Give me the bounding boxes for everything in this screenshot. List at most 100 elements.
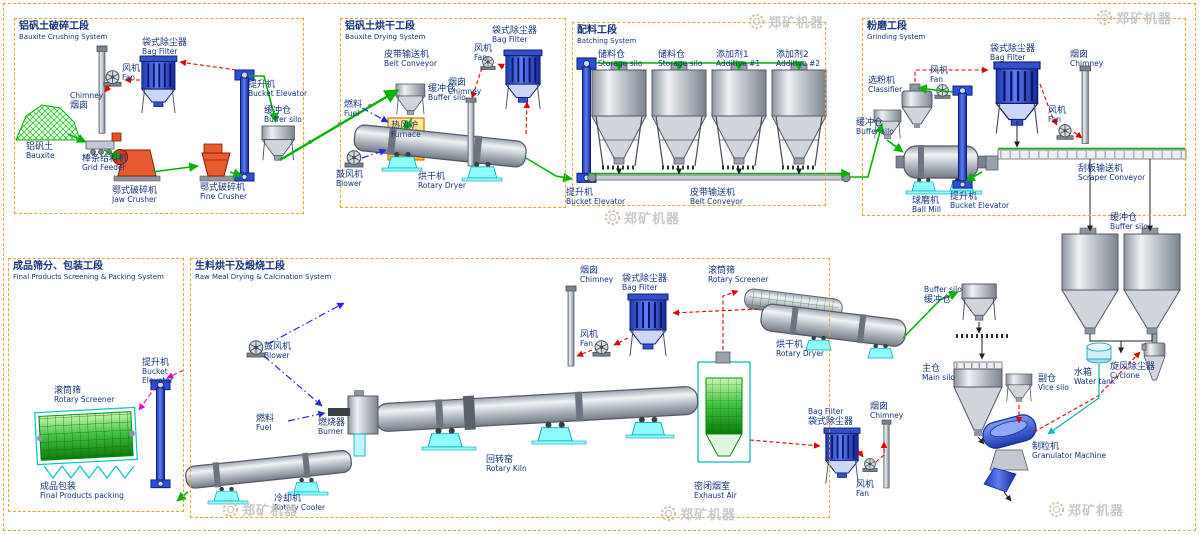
section-title-en-grinding: Grinding System xyxy=(867,32,926,41)
section-title-zh-drying: 铝矾土烘干工段 xyxy=(345,21,415,32)
label-en-rotary-dryer-2: Rotary Dryer xyxy=(418,181,466,191)
label-en-buffer-silo-2: Buffer silo xyxy=(428,93,466,103)
section-box-crushing xyxy=(14,18,304,214)
label-zh-belt-conveyor-3: 皮带输送机 xyxy=(690,188,736,198)
gear-logo-icon xyxy=(1096,9,1113,26)
label-zh-chimney-6a: 烟囱 xyxy=(580,266,599,276)
gear-logo-icon xyxy=(1048,501,1065,518)
label-zh-fan-1: 风机 xyxy=(122,64,141,74)
label-en-chimney-2: Chimney xyxy=(448,87,482,97)
packing-chutes xyxy=(43,465,135,479)
watermark-1: 郑矿机器 xyxy=(1096,8,1172,27)
label-zh-main-silo: 主仓 xyxy=(922,364,941,374)
label-zh-chimney-2: 烟囱 xyxy=(448,78,467,88)
section-box-batching xyxy=(572,22,826,206)
label-en-bag-filter-6b: Bag Filter xyxy=(808,407,844,416)
gear-logo-icon xyxy=(748,13,765,30)
watermark-text: 郑矿机器 xyxy=(768,16,825,31)
label-en-grid-feeder: Grid Feeder xyxy=(82,163,126,173)
rotary-dryer-2-drum xyxy=(353,124,527,168)
label-en-buffer-silo-4: Buffer silo xyxy=(856,127,894,137)
section-title-zh-batching: 配料工段 xyxy=(577,25,617,36)
kiln-head xyxy=(328,390,379,435)
label-en-storage-silo-1: Storage silo xyxy=(598,59,643,69)
section-title-en-batching: Batching System xyxy=(577,36,637,45)
watermark-text: 郑矿机器 xyxy=(680,508,737,523)
label-zh-bauxite: 铝矾土 xyxy=(26,142,54,152)
label-en-bag-filter-2: Bag Filter xyxy=(492,35,528,45)
rotary-screener-5-unit xyxy=(34,406,138,466)
rotary-kiln-drum xyxy=(375,386,699,432)
label-zh-cyclone: 旋风除尘器 xyxy=(1110,362,1156,372)
gas-flow-lines xyxy=(104,59,1141,463)
mechanical-flow-lines xyxy=(616,121,1153,502)
water-line xyxy=(1047,364,1100,435)
label-en-main-silo: Main silo xyxy=(922,373,955,383)
label-zh-buffer-silo-r: 缓冲仓 xyxy=(924,294,952,305)
label-en-fuel-6: Fuel xyxy=(256,423,272,433)
label-en-bucket-elevator-3: Bucket Elevator xyxy=(566,197,626,207)
label-zh-bag-filter-4: 袋式除尘器 xyxy=(990,44,1036,54)
label-zh-jaw-crusher: 鄂式破碎机 xyxy=(112,186,158,196)
label-zh-fan-4a: 风机 xyxy=(930,66,949,76)
label-en-storage-silo-2: Storage silo xyxy=(658,59,703,69)
label-en-rotary-kiln: Rotary Kiln xyxy=(486,464,527,474)
section-title-en-drying: Bauxite Drying System xyxy=(345,32,426,41)
label-zh-buffer-silo-2: 缓冲仓 xyxy=(428,84,456,94)
scraper-conveyor-unit xyxy=(997,149,1187,160)
support-base xyxy=(625,434,675,439)
label-en-scraper-conveyor: Scraper Conveyor xyxy=(1078,173,1146,183)
label-en-rotary-dryer-6: Rotary Dryer xyxy=(776,349,824,359)
label-en-fan-2: Fan xyxy=(474,53,487,63)
support-base xyxy=(287,491,329,496)
label-en-vice-silo: Vice silo xyxy=(1038,383,1069,393)
label-en-chimney-4: Chimney xyxy=(1070,59,1104,69)
label-zh-rotary-dryer-2: 烘干机 xyxy=(418,172,446,182)
section-title-en-crushing: Bauxite Crushing System xyxy=(19,32,108,41)
label-en-bucket-elevator-1: Bucket Elevator xyxy=(248,89,308,99)
label-zh-buffer-silo-4: 缓冲仓 xyxy=(856,118,884,128)
label-en-bag-filter-4: Bag Filter xyxy=(990,53,1026,63)
label-zh-buffer-silo-1: 缓冲仓 xyxy=(264,106,292,116)
section-box-packing xyxy=(8,258,184,512)
watermark-text: 郑矿机器 xyxy=(1068,504,1125,519)
label-en-buffer-silo-1: Buffer silo xyxy=(264,115,302,125)
label-en-exhaust-air: Exhaust Air xyxy=(694,491,737,501)
label-zh-water-tank: 水箱 xyxy=(1074,368,1093,378)
label-zh-blower-2: 鼓风机 xyxy=(336,170,364,180)
label-zh-belt-conveyor-2: 皮带输送机 xyxy=(384,50,430,60)
label-en-rotary-cooler: Rotary Cooler xyxy=(274,503,326,513)
label-zh-exhaust-air: 密闭烟室 xyxy=(694,482,731,492)
label-zh-vice-silo: 副仓 xyxy=(1038,374,1057,384)
support-base xyxy=(381,167,423,172)
